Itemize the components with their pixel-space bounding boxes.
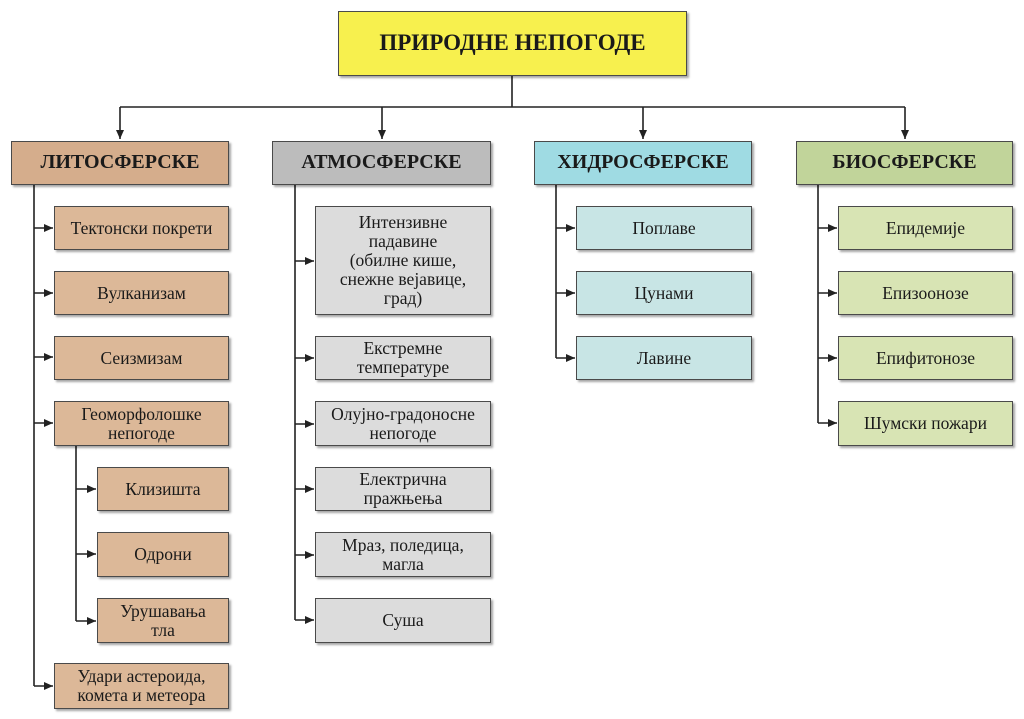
subitem-landslides: Клизишта	[97, 467, 229, 511]
category-lithosphere: ЛИТОСФЕРСКЕ	[11, 141, 229, 185]
item-intense-precipitation: Интензивне падавине (обилне кише, снежне…	[315, 206, 491, 315]
subitem-rockfalls: Одрони	[97, 532, 229, 577]
category-atmosphere: АТМОСФЕРСКЕ	[272, 141, 491, 185]
item-extreme-temperatures: Екстремне температуре	[315, 336, 491, 380]
item-electrical-discharges: Електрична пражњења	[315, 467, 491, 511]
category-hydrosphere: ХИДРОСФЕРСКЕ	[534, 141, 752, 185]
item-volcanism: Вулканизам	[54, 271, 229, 315]
item-drought: Суша	[315, 598, 491, 643]
item-avalanches: Лавине	[576, 336, 752, 380]
item-storm-hail: Олујно-градоносне непогоде	[315, 401, 491, 446]
item-forest-fires: Шумски пожари	[838, 401, 1013, 446]
subitem-ground-subsidence: Урушавања тла	[97, 598, 229, 643]
item-seismism: Сеизмизам	[54, 336, 229, 380]
item-asteroid-impacts: Удари астероида, комета и метеора	[54, 663, 229, 709]
item-geomorphological-hazards: Геоморфолошке непогоде	[54, 401, 229, 446]
diagram-title: ПРИРОДНЕ НЕПОГОДЕ	[338, 11, 687, 76]
category-biosphere: БИОСФЕРСКЕ	[796, 141, 1013, 185]
item-tsunami: Цунами	[576, 271, 752, 315]
item-epizootics: Епизоонозе	[838, 271, 1013, 315]
item-epidemics: Епидемије	[838, 206, 1013, 250]
item-tectonic-movements: Тектонски покрети	[54, 206, 229, 250]
item-epiphytotics: Епифитонозе	[838, 336, 1013, 380]
item-floods: Поплаве	[576, 206, 752, 250]
item-frost-ice-fog: Мраз, поледица, магла	[315, 532, 491, 577]
